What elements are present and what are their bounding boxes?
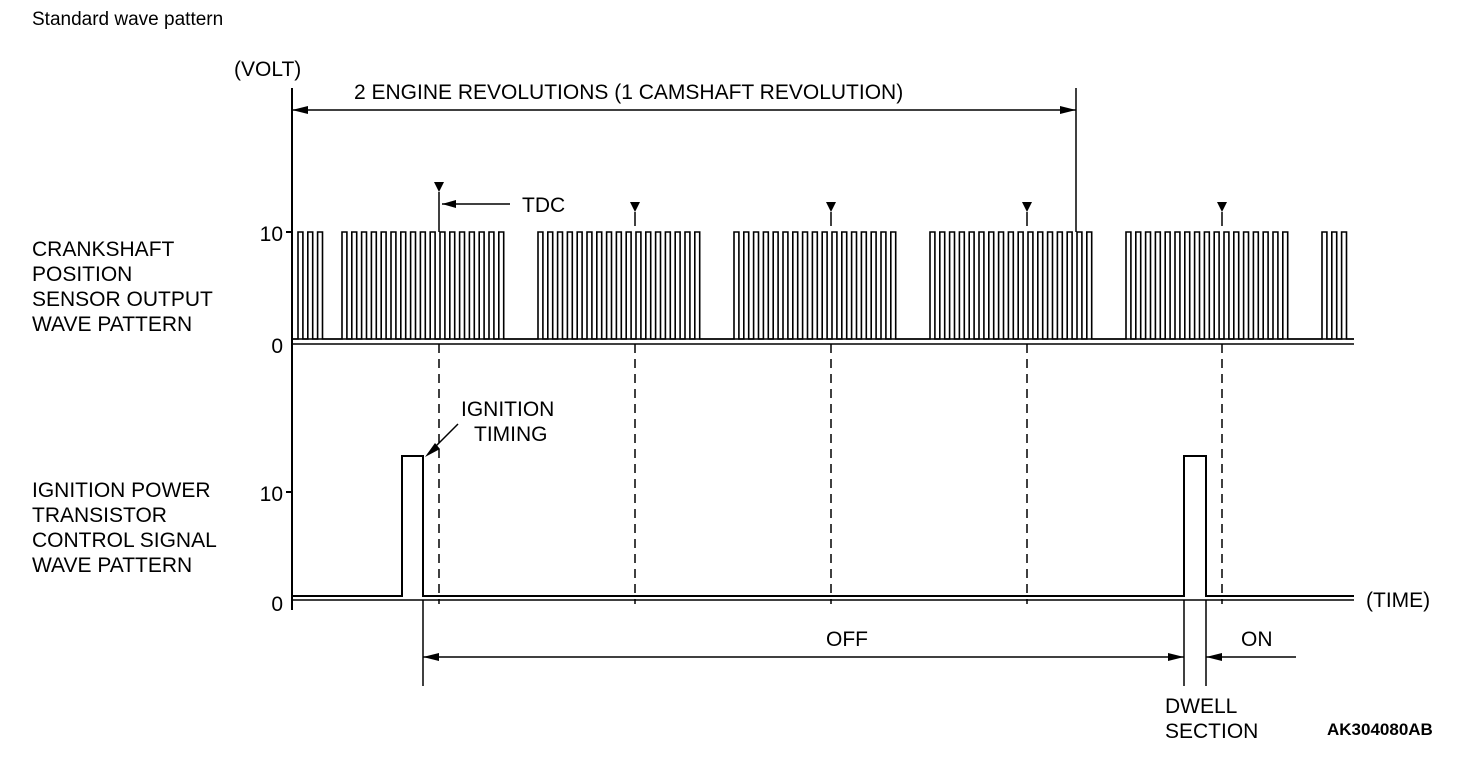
span-arrow-left	[292, 106, 308, 114]
off-arrow-left	[423, 653, 439, 661]
page-title: Standard wave pattern	[32, 9, 223, 30]
crank-tick-10: 10	[260, 223, 283, 246]
on-label: ON	[1241, 628, 1273, 651]
tdc-marker-triangle	[826, 202, 836, 212]
tdc-marker-triangle	[630, 202, 640, 212]
off-label: OFF	[826, 628, 868, 651]
tdc-marker-triangle	[434, 182, 444, 192]
on-arrow-left	[1206, 653, 1222, 661]
y-axis-unit: (VOLT)	[234, 58, 301, 81]
span-label: 2 ENGINE REVOLUTIONS (1 CAMSHAFT REVOLUT…	[354, 81, 903, 104]
tdc-label: TDC	[522, 194, 565, 217]
off-arrow-right	[1168, 653, 1184, 661]
ign-tick-10: 10	[260, 483, 283, 506]
crankshaft-pulse-train	[292, 231, 1354, 340]
ignition-label: IGNITION POWER TRANSISTOR CONTROL SIGNAL…	[32, 479, 222, 577]
dwell-section-label: DWELL SECTION	[1165, 695, 1258, 743]
ignition-timing-label: IGNITION TIMING	[461, 398, 560, 446]
crank-tick-0: 0	[271, 335, 283, 358]
tdc-marker-triangle	[1217, 202, 1227, 212]
tdc-marker-triangle	[1022, 202, 1032, 212]
figure-code: AK304080AB	[1327, 720, 1433, 739]
ign-tick-0: 0	[271, 593, 283, 616]
span-arrow-right	[1060, 106, 1076, 114]
ignition-timing-arrow	[425, 443, 440, 457]
tdc-leader-arrow	[442, 200, 456, 208]
crank-label: CRANKSHAFT POSITION SENSOR OUTPUT WAVE P…	[32, 238, 218, 336]
x-axis-unit: (TIME)	[1366, 589, 1430, 612]
ignition-signal-wave	[292, 455, 1354, 597]
tdc-markers	[434, 182, 1227, 604]
